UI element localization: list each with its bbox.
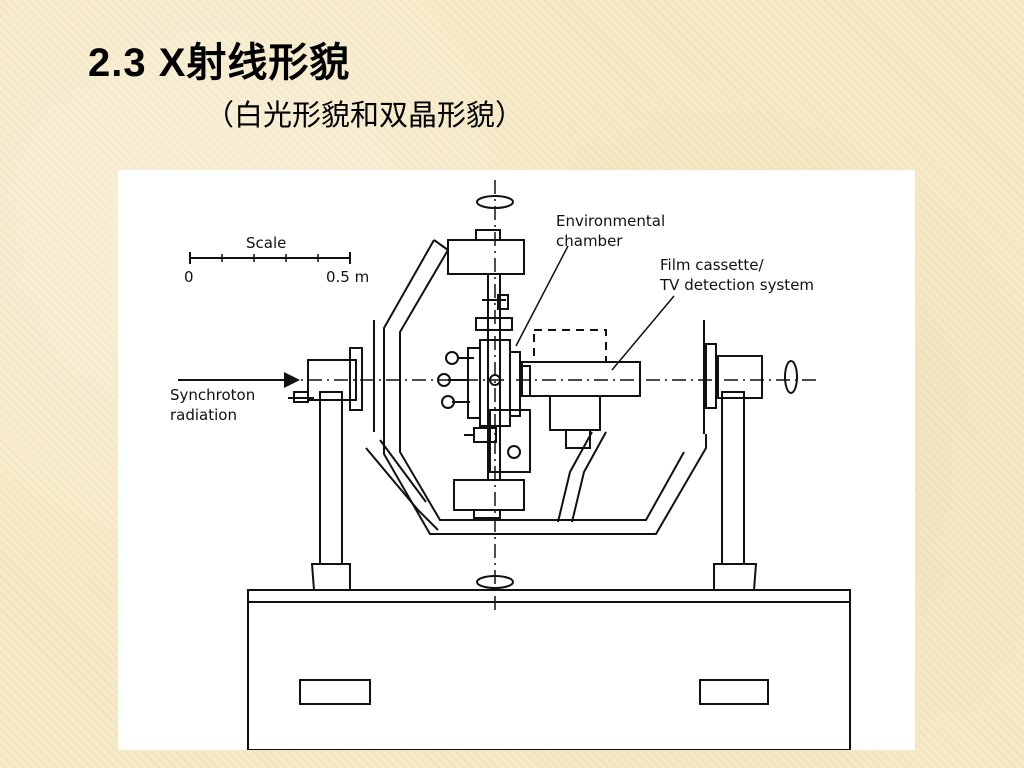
slide-subtitle: （白光形貌和双晶形貌） — [205, 98, 525, 132]
scale-start-label: 0 — [184, 268, 194, 286]
arc-frame-outer — [383, 239, 707, 535]
goniometer-diagram: Scale 0 0.5 m Environmental chamber Film… — [170, 180, 851, 750]
film-label-line1: Film cassette/ — [660, 256, 765, 274]
base-foot-right — [699, 679, 769, 705]
scale-end-label: 0.5 m — [326, 268, 369, 286]
film-cassette-dashed — [533, 329, 607, 363]
arc-frame-inner — [399, 249, 685, 521]
base-table — [247, 589, 851, 750]
apparatus-figure: Scale 0 0.5 m Environmental chamber Film… — [118, 170, 915, 750]
film-leader — [611, 295, 675, 371]
right-rotation-marker — [784, 360, 798, 394]
film-cassette — [521, 361, 641, 397]
chamber-label-line2: chamber — [556, 232, 623, 250]
right-post — [721, 391, 745, 565]
base-foot-left — [299, 679, 371, 705]
chamber-leader — [515, 245, 569, 347]
film-label-line2: TV detection system — [659, 276, 814, 294]
scale-label: Scale — [246, 234, 286, 252]
beam-label-line2: radiation — [170, 406, 237, 424]
beam-label-line1: Synchroton — [170, 386, 255, 404]
slide-title: 2.3 X射线形貌 — [88, 41, 351, 85]
left-post — [319, 391, 343, 565]
chamber-label-line1: Environmental — [556, 212, 665, 230]
